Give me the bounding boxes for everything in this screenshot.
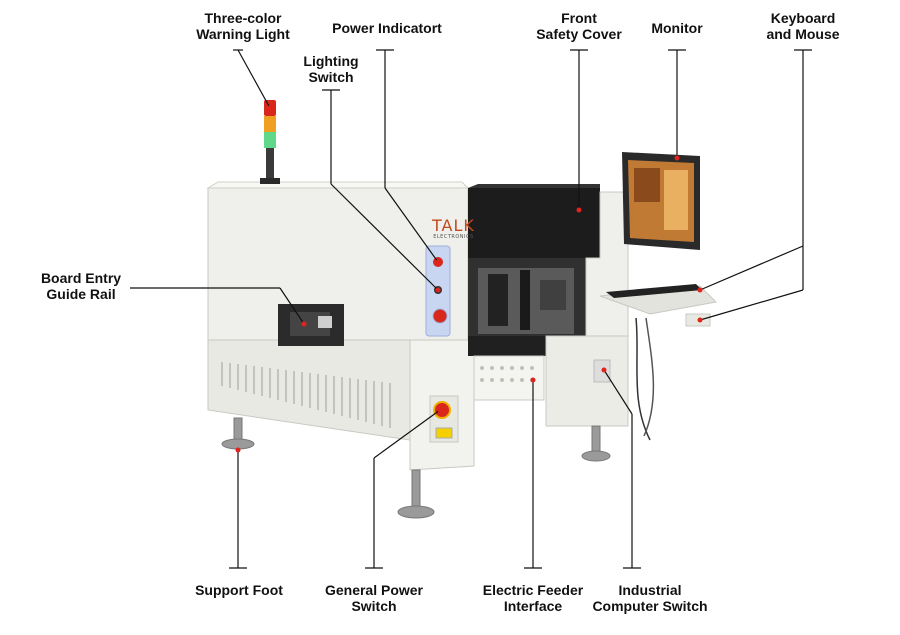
label-general-power-switch: General Power Switch <box>324 582 424 614</box>
label-support-foot: Support Foot <box>195 582 283 598</box>
warning-light-green <box>264 132 276 148</box>
brand-logo-sub: ELECTRONICS <box>433 234 474 240</box>
label-front-safety-cover: Front Safety Cover <box>536 10 622 42</box>
label-three-color-warning-light: Three-color Warning Light <box>196 10 290 42</box>
label-electric-feeder-interface: Electric Feeder Interface <box>482 582 584 614</box>
label-power-indicator: Power Indicatort <box>332 20 442 36</box>
vent-grille <box>221 362 391 428</box>
label-monitor: Monitor <box>651 20 703 36</box>
label-industrial-computer-switch: Industrial Computer Switch <box>592 582 708 614</box>
leader-lines <box>130 49 812 569</box>
support-feet <box>221 417 611 519</box>
machine-illustration <box>206 100 718 519</box>
label-board-entry-guide-rail: Board Entry Guide Rail <box>40 270 122 302</box>
label-lighting-switch: Lighting Switch <box>303 53 359 85</box>
brand-logo: TALK ELECTRONICS <box>432 216 475 241</box>
brand-logo-main: TALK <box>432 216 475 235</box>
callout-markers <box>235 105 703 453</box>
warning-light-amber <box>264 116 276 132</box>
label-keyboard-and-mouse: Keyboard and Mouse <box>766 10 840 42</box>
